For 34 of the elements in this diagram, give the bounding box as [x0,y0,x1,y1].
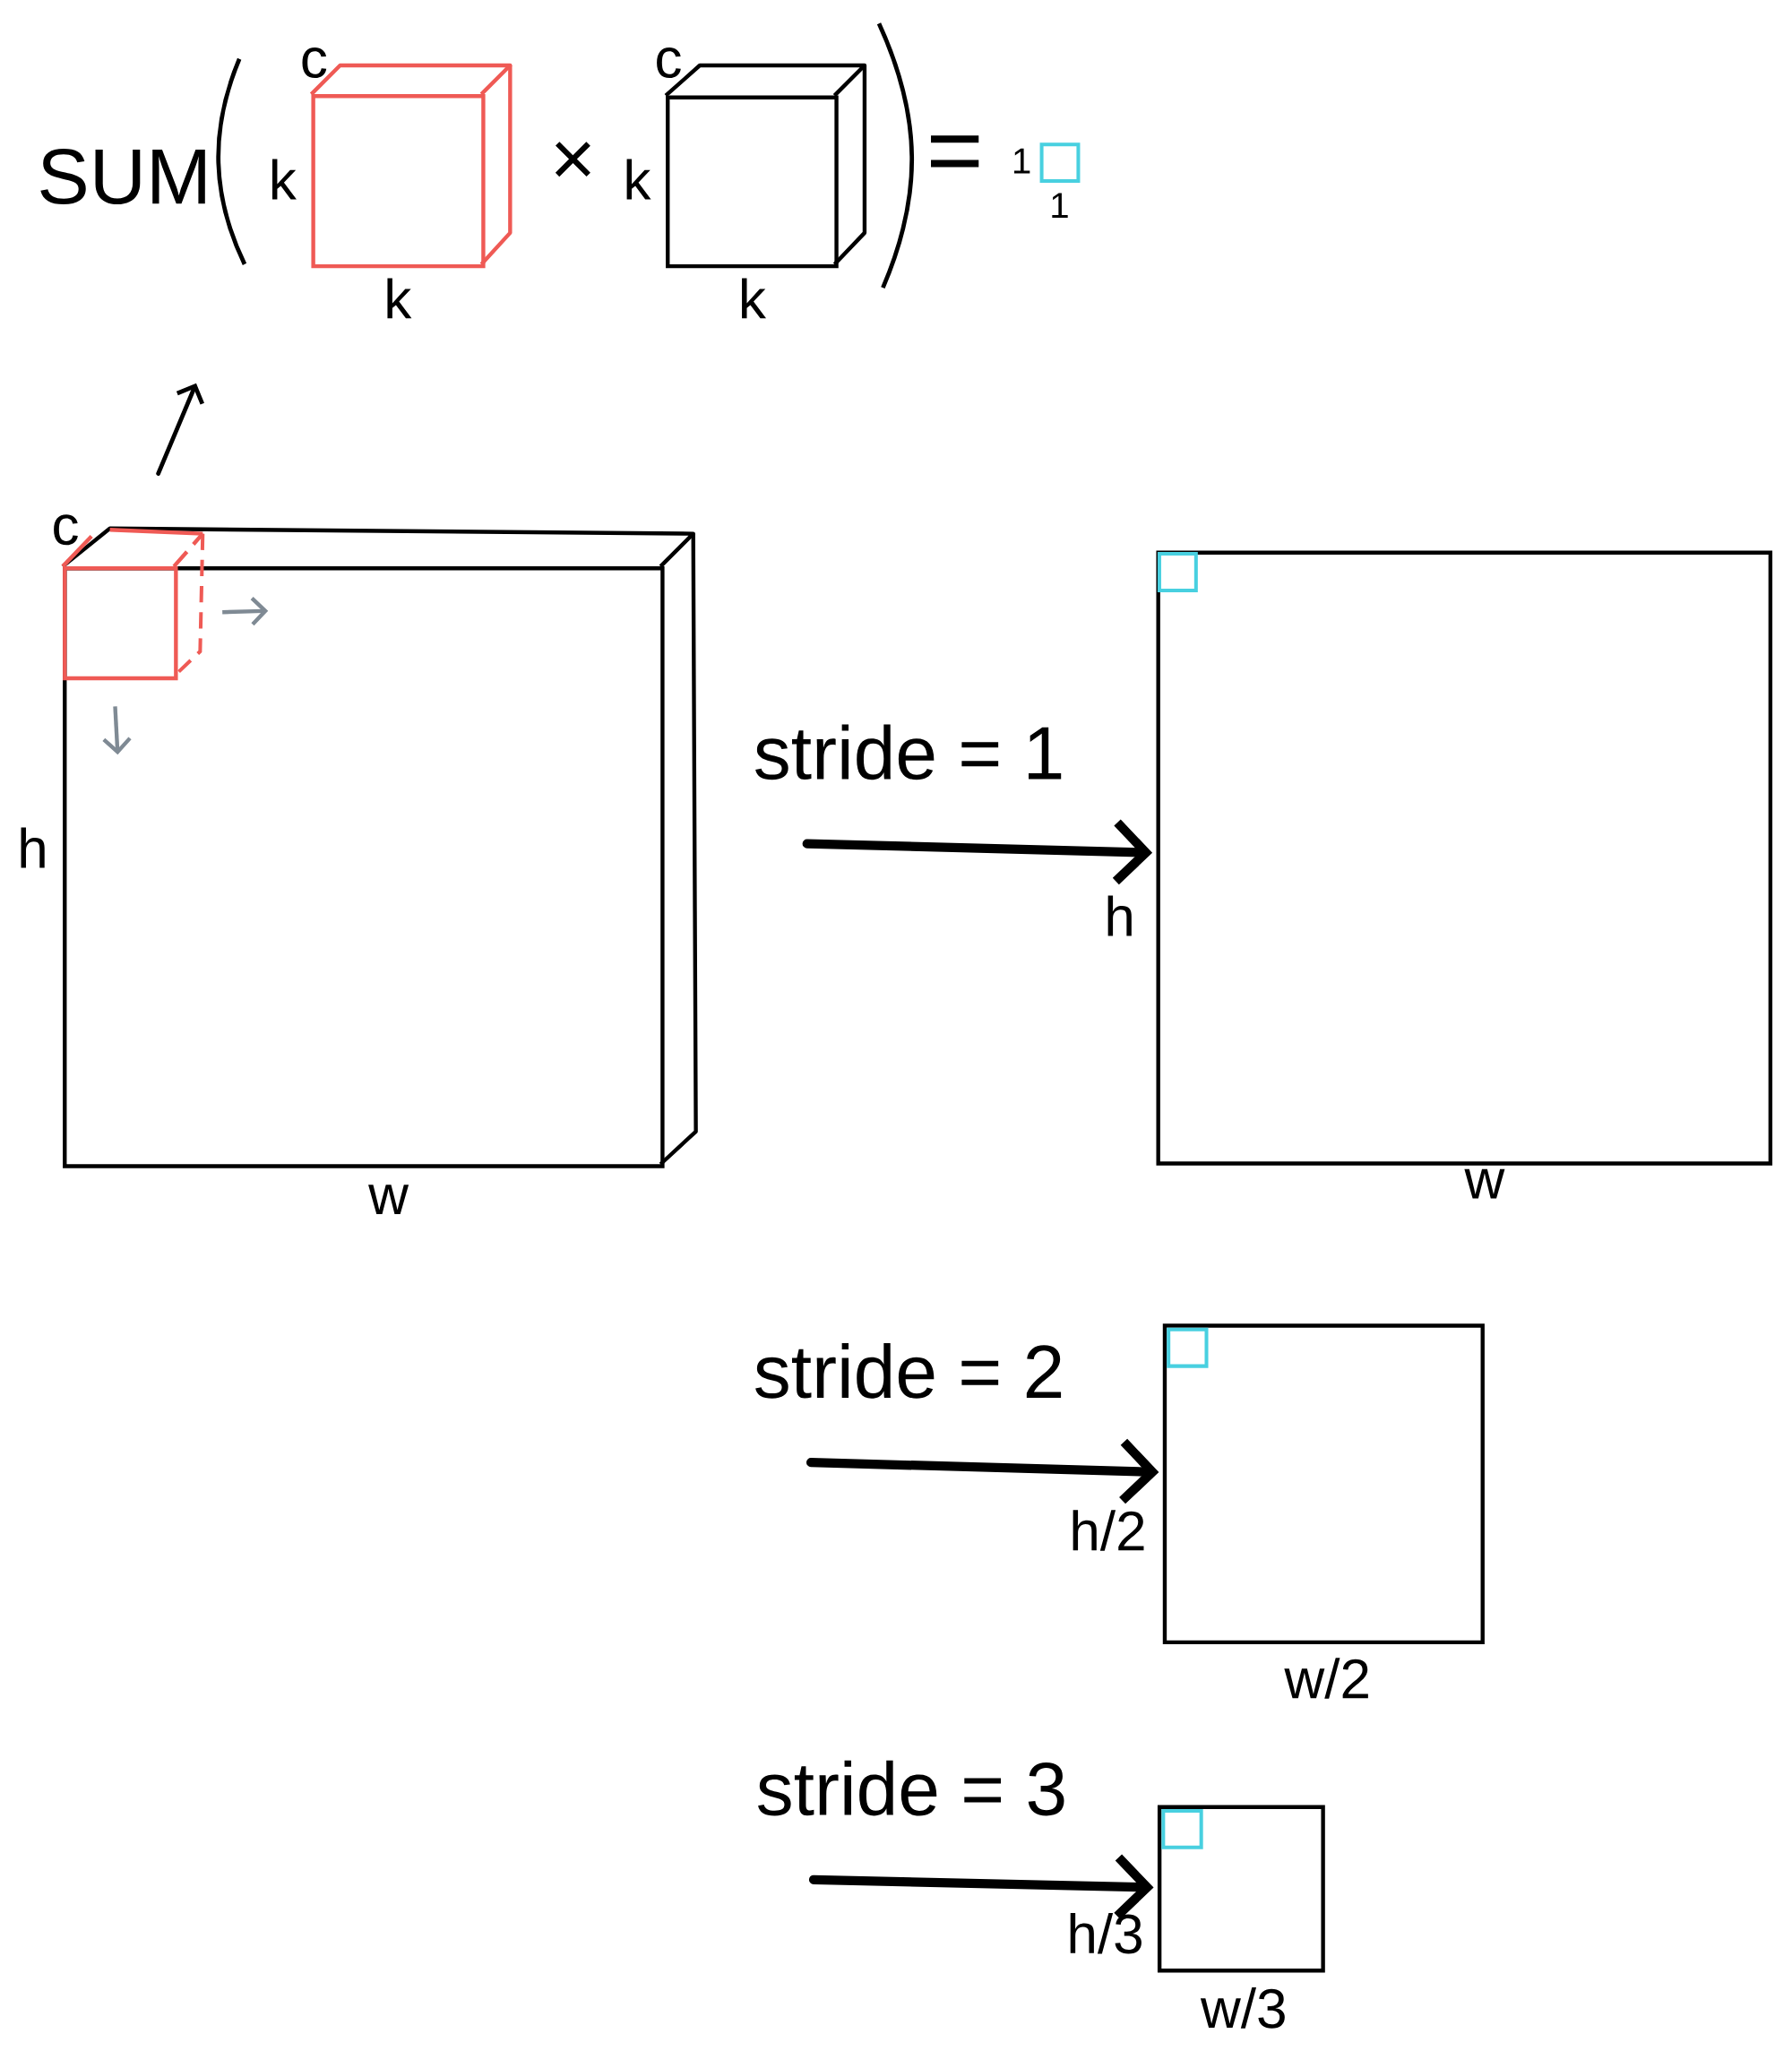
dimension-label: w [1464,1168,1505,1199]
function-label: SUM [40,149,205,205]
arrow [802,819,1153,885]
dimension-label: k [387,278,412,319]
output-cell [1167,1327,1209,1368]
dimension-label: 1 [1052,193,1068,218]
dimension-label: w [368,1185,409,1215]
operator-sign: × [555,142,590,177]
dimension-label: c [657,47,681,79]
dimension-label: w/3 [1200,1987,1285,2029]
dimension-label: h [1107,895,1132,936]
edge-label: stride = 1 [755,724,1062,780]
dimension-label: 1 [1014,148,1030,174]
dimension-label: c [54,514,78,546]
dimension-label: k [272,159,297,200]
dimension-label: h [21,827,45,868]
operator-sign: = [931,135,979,168]
output-cell [1161,1808,1203,1849]
output-cell [1039,142,1081,183]
dimension-label: w/2 [1284,1658,1368,1699]
dimension-label: c [302,47,327,79]
dimension-label: k [742,278,767,319]
output-box [1156,550,1773,1166]
edge-label: stride = 3 [758,1760,1064,1816]
dimension-label: h/3 [1070,1912,1142,1954]
output-box [1157,1805,1325,1973]
dimension-label: k [626,159,651,200]
arrow [808,1854,1154,1919]
edge-label: stride = 2 [755,1343,1062,1399]
output-box [1162,1323,1485,1645]
dimension-label: h/2 [1073,1510,1144,1551]
output-cell [1157,552,1198,592]
arrow [806,1438,1159,1504]
arrow [156,383,204,476]
